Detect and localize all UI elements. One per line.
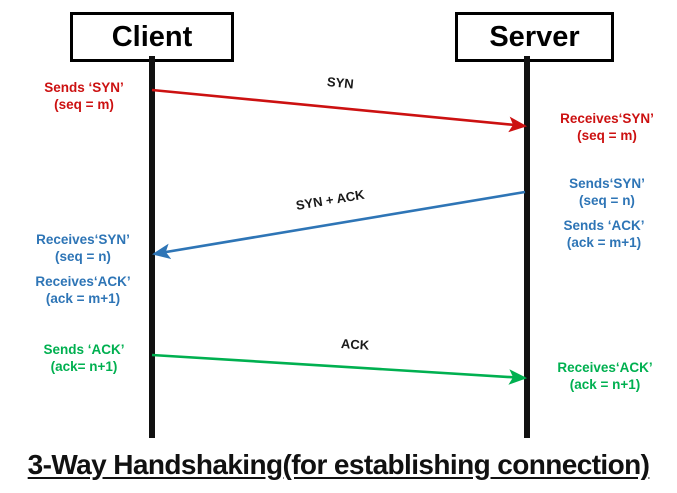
- client-node-label: Client: [111, 20, 193, 53]
- server-sends-ack-label: Sends ‘ACK’ (ack = m+1): [563, 218, 645, 250]
- server-receives-syn-label: Receives‘SYN’ (seq = m): [560, 111, 654, 143]
- server-node-label: Server: [489, 20, 580, 53]
- server-sends-syn-label: Sends‘SYN’ (seq = n): [569, 176, 645, 208]
- client-node-box: Client: [70, 12, 234, 62]
- server-receives-ack-label: Receives‘ACK’ (ack = n+1): [557, 360, 653, 392]
- syn-arrow-caption: SYN: [326, 74, 355, 92]
- client-sends-syn-label: Sends ‘SYN’ (seq = m): [44, 80, 124, 112]
- server-node-box: Server: [455, 12, 614, 62]
- client-sends-ack-label: Sends ‘ACK’ (ack= n+1): [43, 342, 125, 374]
- server-lifeline: [524, 56, 530, 438]
- figure-title: 3-Way Handshaking(for establishing conne…: [27, 449, 650, 480]
- syn-arrow: [151, 88, 528, 133]
- client-receives-ack-label: Receives‘ACK’ (ack = m+1): [35, 274, 131, 306]
- syn-ack-arrow: [151, 190, 526, 260]
- ack-arrow-caption: ACK: [340, 336, 370, 353]
- ack-arrow: [151, 353, 528, 385]
- client-receives-syn-label: Receives‘SYN’ (seq = n): [36, 232, 130, 264]
